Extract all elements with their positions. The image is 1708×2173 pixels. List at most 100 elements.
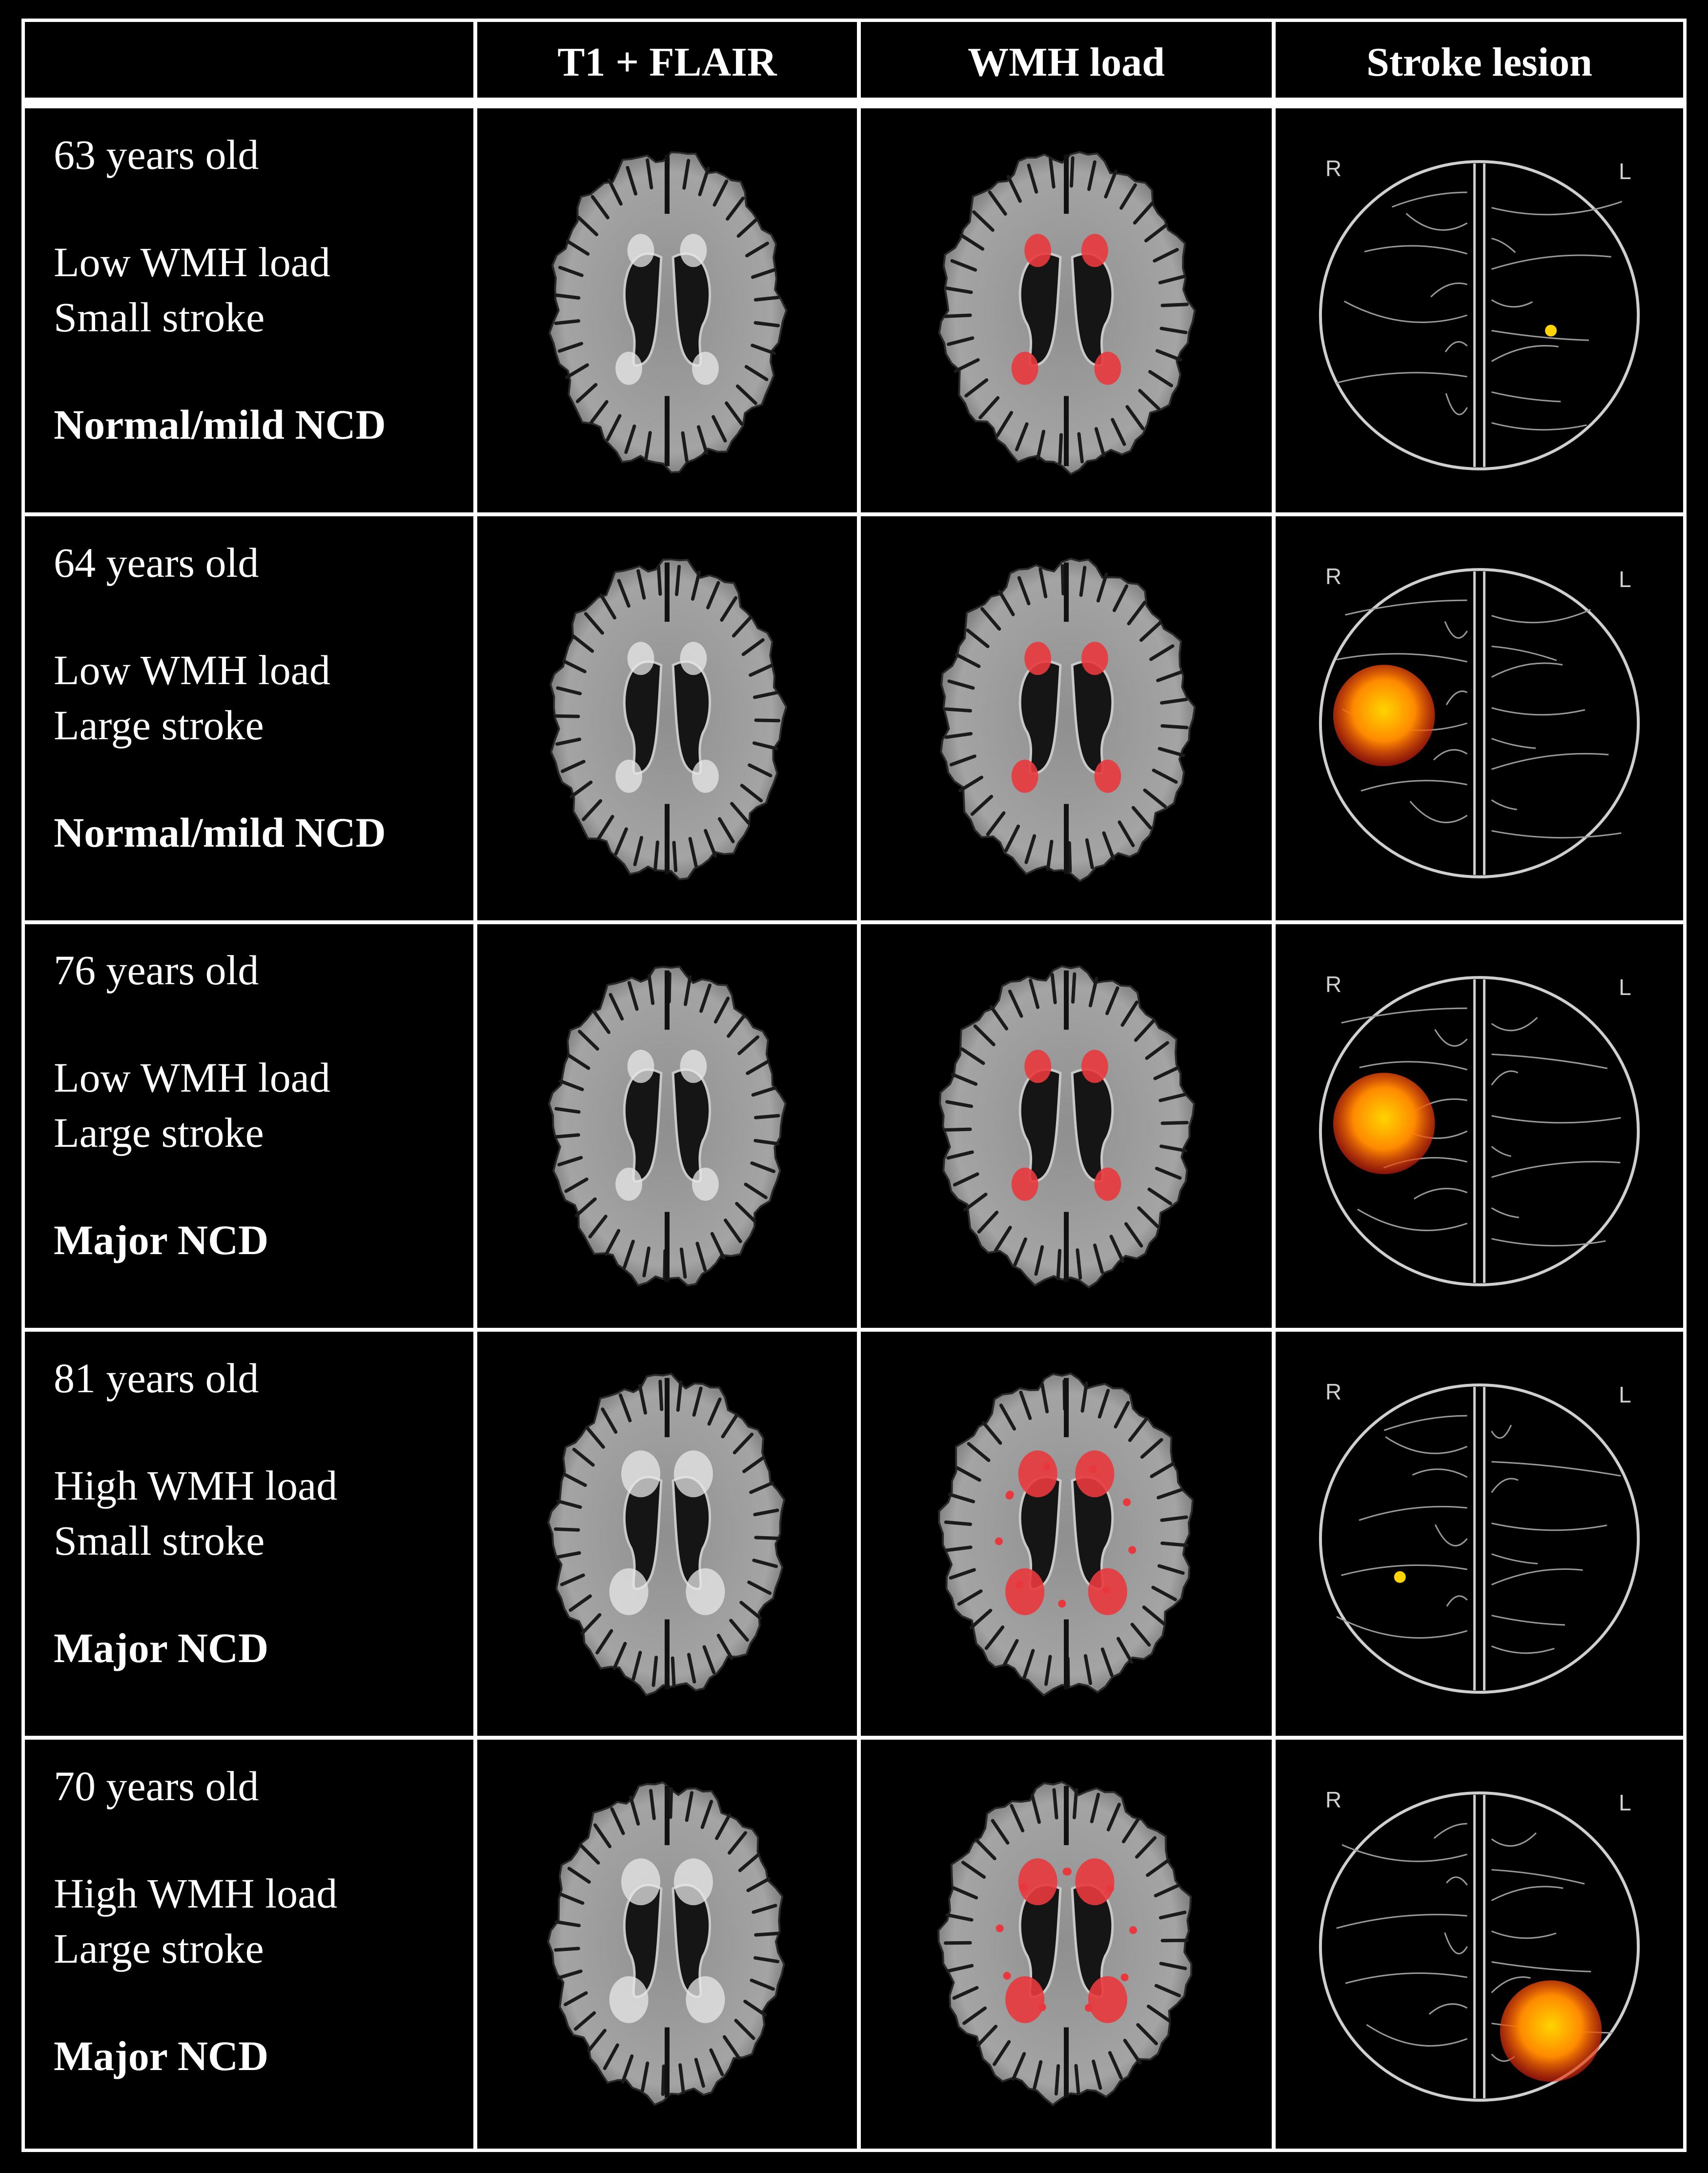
sulcus [754, 718, 781, 723]
hyperintensity [673, 1858, 713, 1906]
sulcus [956, 1466, 981, 1482]
sulcus [1074, 2064, 1080, 2095]
stroke-label: Large stroke [54, 1925, 264, 1972]
sulcus [564, 1991, 588, 2007]
sulcus [720, 596, 738, 622]
sulcus [997, 589, 1015, 616]
atlas-gyrus [1364, 245, 1467, 255]
sulcus [951, 1886, 978, 1900]
sulcus [976, 2025, 998, 2048]
atlas-gyrus [1491, 238, 1516, 253]
sulcus [750, 1978, 775, 1991]
sulcus [1142, 1605, 1166, 1625]
brain-outline [549, 558, 788, 881]
sulcus [572, 1447, 595, 1467]
sulcus [1108, 2051, 1123, 2080]
hyperintensity [673, 1450, 713, 1498]
sulcus [993, 2040, 1011, 2066]
atlas-outline [1319, 160, 1640, 470]
sulcus [617, 579, 630, 608]
sulcus [587, 2029, 607, 2052]
sulcus [751, 268, 776, 279]
sulcus [729, 1619, 749, 1642]
wmh-lesion [1019, 1883, 1028, 1891]
hyperintensity [680, 642, 707, 675]
sulcus [964, 378, 989, 398]
sulcus [1036, 429, 1046, 461]
sulcus [1052, 1788, 1058, 1820]
atlas-gyrus [1491, 1976, 1531, 1993]
sulcus [1054, 2064, 1060, 2096]
atlas-gyrus [1491, 1207, 1519, 1219]
wmh-lesion [1042, 1462, 1051, 1471]
sulcus [1092, 2059, 1102, 2090]
sulcus [1160, 697, 1188, 705]
sulcus [988, 190, 1007, 216]
sulcus [1135, 1836, 1157, 1859]
sulcus [1128, 1417, 1148, 1442]
wmh-scan [938, 1372, 1194, 1697]
brain-outline [940, 557, 1196, 883]
hyperintensity [692, 351, 719, 385]
atlas-gyrus [1433, 1823, 1467, 1839]
sulcus [675, 565, 681, 596]
ncd-label: Normal/mild NCD [54, 809, 386, 856]
sulcus [1030, 1793, 1041, 1824]
atlas-outline [1319, 1791, 1640, 2102]
sulcus [573, 2011, 596, 2031]
sulcus [567, 1053, 590, 1070]
sulcus [1160, 1515, 1188, 1522]
stroke-label: Small stroke [54, 294, 265, 341]
brain-outline [548, 151, 788, 474]
sulcus [569, 780, 593, 799]
sulcus [684, 975, 692, 1006]
sulcus [948, 1492, 976, 1503]
sulcus [1120, 1000, 1139, 1027]
sulcus [688, 837, 698, 868]
atlas-gyrus [1413, 1188, 1468, 1199]
atlas-gyrus [1491, 1832, 1537, 1847]
sulcus [736, 217, 759, 238]
atlas-gyrus [1385, 1436, 1468, 1454]
sulcus [1154, 1984, 1181, 1997]
sulcus [1130, 1623, 1151, 1647]
age-label: 63 years old [54, 131, 259, 178]
sulcus [962, 2006, 987, 2025]
sulcus [1147, 1187, 1173, 1205]
sulcus [626, 165, 638, 196]
atlas-gyrus [1341, 1007, 1467, 1024]
sulcus [603, 2043, 619, 2071]
sulcus [991, 1819, 1010, 1845]
atlas-outline [1319, 976, 1640, 1286]
sulcus [1015, 422, 1029, 451]
atlas-gyrus [1491, 1238, 1606, 1247]
sulcus [752, 741, 778, 751]
sulcus [950, 259, 977, 272]
sulcus [716, 1633, 733, 1660]
sulcus [1094, 427, 1106, 457]
atlas-gyrus [1434, 1029, 1468, 1047]
sulcus [1153, 1066, 1180, 1080]
sulcus [963, 1193, 988, 1212]
sulcus [1116, 1637, 1134, 1664]
sulcus [1144, 223, 1168, 243]
wmh-lesion [1123, 1498, 1131, 1506]
sulcus [945, 1913, 974, 1922]
atlas-gyrus [1491, 662, 1563, 678]
sulcus [698, 166, 710, 197]
sulcus [713, 996, 730, 1024]
sulcus [944, 732, 973, 739]
sulcus [633, 836, 644, 867]
sulcus [1146, 1858, 1170, 1877]
sulcus [1159, 1093, 1186, 1102]
wmh-scan [937, 1781, 1193, 2107]
sulcus [724, 1219, 742, 1243]
sulcus [954, 358, 980, 373]
atlas-gyrus [1366, 2024, 1468, 2047]
atlas-outline [1319, 1383, 1640, 1694]
atlas-gyrus [1491, 1886, 1564, 1901]
sulcus [975, 1838, 996, 1861]
atlas-gyrus [1491, 422, 1587, 431]
wmh-label: High WMH load [54, 1462, 338, 1509]
